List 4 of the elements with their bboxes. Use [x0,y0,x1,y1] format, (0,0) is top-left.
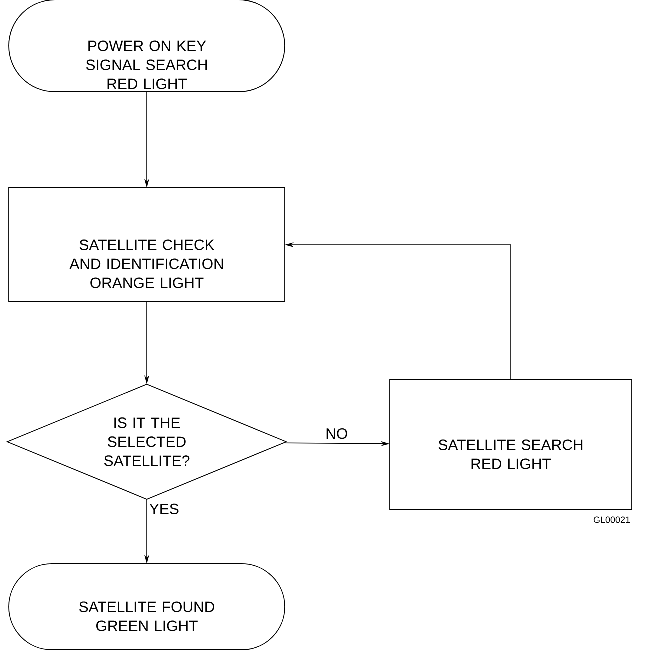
process-box: SATELLITE CHECK AND IDENTIFICATION ORANGE LIGHT [8,188,286,302]
process-box: SATELLITE SEARCH RED LIGHT [390,380,632,510]
edge-label: YES [150,504,179,514]
edge-label: NO [326,428,348,440]
